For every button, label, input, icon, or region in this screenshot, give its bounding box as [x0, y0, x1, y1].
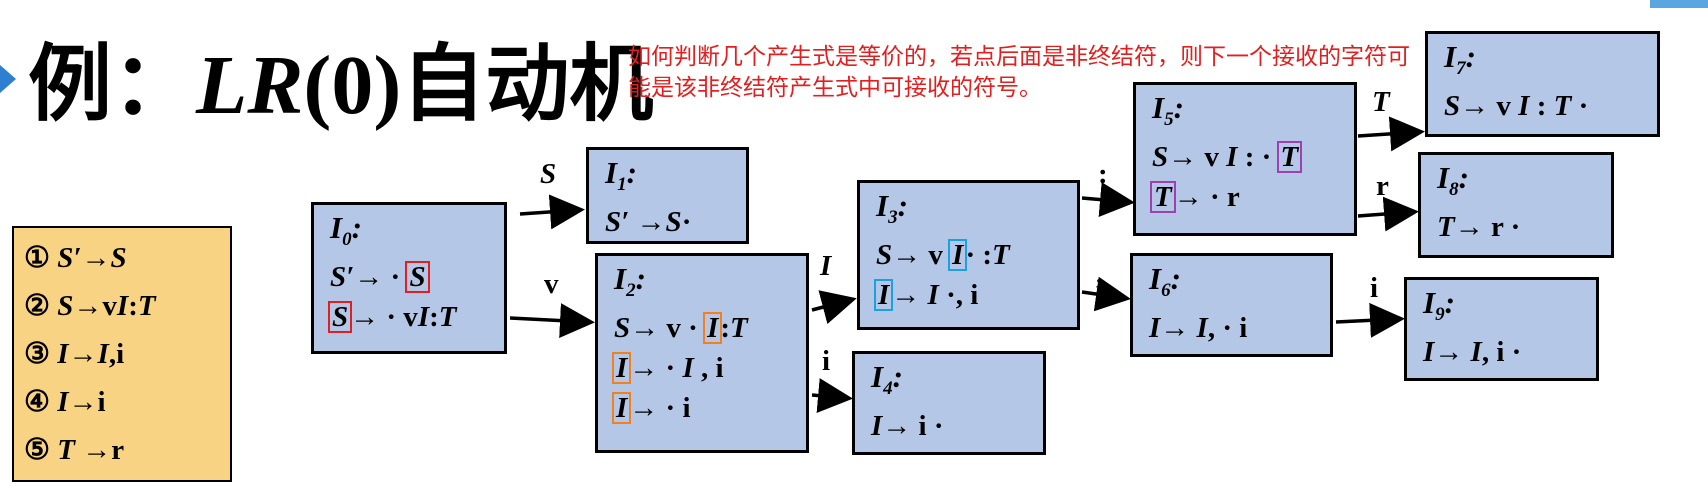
- edge-label-v: v: [544, 268, 559, 300]
- state-i0-item-1: S′→ · S: [330, 261, 430, 294]
- state-i7-item: S→ v I : T ·: [1444, 90, 1589, 123]
- highlight-box-purple: T: [1150, 181, 1176, 214]
- state-i9-title: I9:: [1423, 285, 1455, 326]
- state-i1-title: I1:: [605, 155, 637, 196]
- edge-label-I: I: [820, 250, 832, 282]
- edge-arrow-v: [509, 303, 595, 339]
- state-i4: I4: I→ i ·: [852, 351, 1046, 455]
- state-i0-title: I0:: [330, 210, 362, 251]
- title-paren: (0): [303, 39, 402, 132]
- state-i2-item-2: I→ · I , i: [611, 352, 724, 385]
- highlight-box-blue: I: [873, 279, 894, 312]
- state-i5-item-1: S→ v I : · T: [1152, 141, 1303, 174]
- state-i8: I8: T→ r ·: [1418, 152, 1614, 258]
- state-i2: I2: S→ v · I:T I→ · I , i I→ · i: [595, 253, 809, 453]
- top-accent-bar: [1650, 0, 1708, 8]
- edge-arrow-r: [1357, 196, 1419, 232]
- grammar-box: ① S′→S ② S→vI:T ③ I→I,i ④ I→i ⑤ T →r: [12, 226, 232, 482]
- highlight-box-purple: T: [1276, 141, 1303, 174]
- state-i4-title: I4:: [871, 359, 903, 400]
- edge-arrow-i: [811, 378, 853, 413]
- state-i8-title: I8:: [1437, 160, 1469, 201]
- edge-arrow-T: [1357, 116, 1425, 152]
- edge-label-comma: ,: [1096, 258, 1104, 290]
- grammar-rule-4: ④ I→i: [24, 386, 106, 418]
- state-i2-item-3: I→ · i: [611, 392, 691, 425]
- edge-label-colon: :: [1098, 158, 1108, 190]
- state-i6-title: I6:: [1149, 261, 1181, 302]
- state-i3-item-1: S→ v I· :T: [876, 239, 1010, 272]
- edge-arrow-comma: [1081, 276, 1131, 312]
- edge-label-i2: i: [1370, 272, 1379, 304]
- state-i2-item-1: S→ v · I:T: [614, 312, 748, 345]
- highlight-box-orange: I: [611, 352, 632, 385]
- state-i9-item: I→ I, i ·: [1423, 336, 1522, 369]
- grammar-rule-3: ③ I→I,i: [24, 338, 125, 370]
- grammar-rule-2: ② S→vI:T: [24, 290, 156, 322]
- edge-arrow-I: [811, 290, 857, 325]
- edge-label-r: r: [1376, 170, 1389, 202]
- highlight-box-blue: I: [948, 239, 968, 272]
- edge-arrow-s: [519, 194, 585, 230]
- page-title: 例：LR(0)自动机: [28, 42, 653, 128]
- state-i3-item-2: I→ I ·, i: [873, 279, 979, 312]
- state-i4-item: I→ i ·: [871, 410, 944, 443]
- title-suffix: 自动机: [401, 35, 654, 133]
- highlight-box-orange: I: [611, 392, 632, 425]
- annotation-note: 如何判断几个产生式是等价的，若点后面是非终结符，则下一个接收的字符可能是该非终结…: [628, 44, 1410, 101]
- state-i5-item-2: T→ · r: [1150, 181, 1240, 214]
- state-i0-item-2: S→ · vI:T: [327, 301, 457, 334]
- state-i7-title: I7:: [1444, 39, 1476, 80]
- state-i1: I1: S′ →S·: [586, 147, 749, 244]
- grammar-rule-1: ① S′→S: [24, 242, 127, 274]
- grammar-rule-5: ⑤ T →r: [24, 434, 125, 466]
- state-i5-title: I5:: [1152, 90, 1184, 131]
- title-lr: LR: [196, 39, 304, 132]
- edge-arrow-i2: [1335, 302, 1405, 338]
- state-i6: I6: I→ I, · i: [1130, 253, 1333, 357]
- title-prefix: 例：: [28, 35, 197, 133]
- state-i8-item: T→ r ·: [1437, 211, 1521, 244]
- edge-label-s: S: [540, 158, 557, 190]
- highlight-box-orange: I: [703, 312, 723, 345]
- highlight-box-red: S: [405, 261, 430, 294]
- state-i6-item: I→ I, · i: [1149, 312, 1248, 345]
- edge-label-i: i: [822, 345, 831, 377]
- state-i3: I3: S→ v I· :T I→ I ·, i: [857, 180, 1080, 330]
- state-i0: I0: S′→ · S S→ · vI:T: [311, 202, 507, 354]
- edge-arrow-colon: [1081, 182, 1135, 218]
- title-bullet-icon: [0, 65, 16, 93]
- state-i5: I5: S→ v I : · T T→ · r: [1133, 82, 1357, 236]
- highlight-box-red: S: [327, 301, 353, 334]
- state-i7: I7: S→ v I : T ·: [1425, 31, 1660, 137]
- state-i2-title: I2:: [614, 261, 646, 302]
- state-i9: I9: I→ I, i ·: [1404, 277, 1599, 381]
- state-i3-title: I3:: [876, 188, 908, 229]
- edge-label-T: T: [1372, 86, 1390, 118]
- state-i1-item: S′ →S·: [605, 206, 692, 239]
